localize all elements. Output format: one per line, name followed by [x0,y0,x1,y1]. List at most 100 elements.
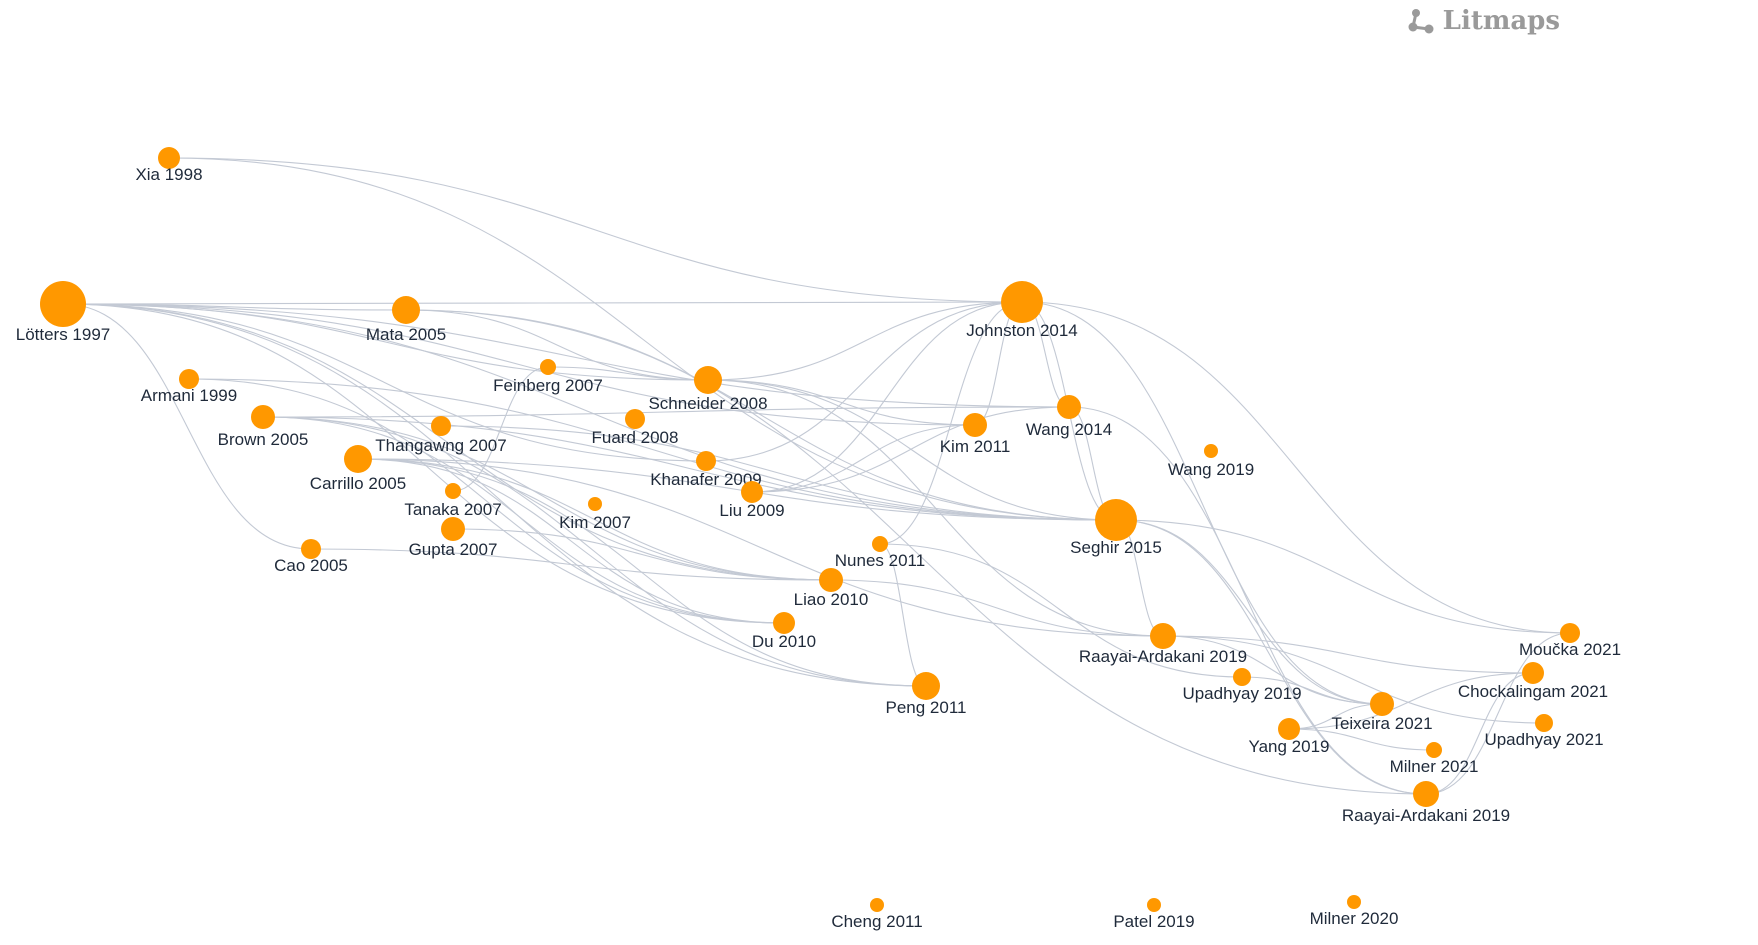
paper-label: Johnston 2014 [966,321,1078,340]
paper-node-nunes2011[interactable]: Nunes 2011 [835,536,925,570]
paper-node-kim2007[interactable]: Kim 2007 [559,497,631,532]
paper-node-thangawng2007[interactable]: Thangawng 2007 [375,416,507,455]
litmaps-brand[interactable]: Litmaps [1407,6,1560,36]
citation-link-liao2010-raayai2019a [830,579,1164,637]
paper-node-armani1999[interactable]: Armani 1999 [141,369,237,405]
paper-node-wang2014[interactable]: Wang 2014 [1026,395,1112,439]
paper-dot[interactable] [912,672,940,700]
citation-link-seghir2015-raayai2019b [1115,519,1427,795]
paper-node-johnston2014[interactable]: Johnston 2014 [966,281,1078,340]
paper-node-milner2020[interactable]: Milner 2020 [1310,895,1399,928]
paper-dot[interactable] [344,445,372,473]
paper-dot[interactable] [540,359,556,375]
citation-link-gupta2007-liao2010 [452,528,832,581]
paper-dot[interactable] [1233,668,1251,686]
paper-node-patel2019[interactable]: Patel 2019 [1113,898,1195,931]
paper-label: Xia 1998 [135,165,202,184]
paper-dot[interactable] [872,536,888,552]
citation-link-cao2005-liao2010 [310,548,832,581]
brand-name: Litmaps [1442,6,1560,36]
paper-dot[interactable] [963,413,987,437]
paper-label: Schneider 2008 [648,394,767,413]
citation-link-johnston2014-moucka2021 [1021,301,1571,634]
paper-dot[interactable] [588,497,602,511]
paper-node-mata2005[interactable]: Mata 2005 [366,296,446,344]
paper-dot[interactable] [1560,623,1580,643]
paper-node-khanafer2009[interactable]: Khanafer 2009 [650,451,762,489]
paper-node-wang2019[interactable]: Wang 2019 [1168,444,1254,479]
paper-node-lotters1997[interactable]: Lötters 1997 [16,281,111,344]
paper-label: Seghir 2015 [1070,538,1162,557]
paper-node-kim2011[interactable]: Kim 2011 [940,413,1011,456]
paper-dot[interactable] [1347,895,1361,909]
citation-link-carrillo2005-seghir2015 [357,458,1117,521]
citation-link-johnston2014-teixeira2021 [1021,301,1383,705]
citation-link-johnston2014-nunes2011 [879,301,1023,545]
paper-node-feinberg2007[interactable]: Feinberg 2007 [493,359,603,395]
paper-node-peng2011[interactable]: Peng 2011 [886,672,967,717]
paper-node-fuard2008[interactable]: Fuard 2008 [592,409,679,447]
paper-dot[interactable] [1204,444,1218,458]
paper-label: Patel 2019 [1113,912,1194,931]
paper-dot[interactable] [441,517,465,541]
paper-dot[interactable] [819,568,843,592]
paper-dot[interactable] [1370,692,1394,716]
paper-node-milner2021[interactable]: Milner 2021 [1390,742,1479,776]
paper-label: Kim 2007 [559,513,631,532]
citation-link-mata2005-raayai2019b [405,309,1427,795]
citation-link-raayai2019a-chockalingam2021 [1162,635,1534,674]
paper-dot[interactable] [445,483,461,499]
paper-dot[interactable] [694,366,722,394]
paper-label: Chockalingam 2021 [1458,682,1608,701]
paper-dot[interactable] [1150,623,1176,649]
paper-node-raayai2019b[interactable]: Raayai-Ardakani 2019 [1342,781,1510,825]
paper-dot[interactable] [1057,395,1081,419]
paper-node-schneider2008[interactable]: Schneider 2008 [648,366,768,413]
citation-link-yang2019-milner2021 [1288,728,1435,751]
paper-node-xia1998[interactable]: Xia 1998 [135,147,203,184]
paper-node-liao2010[interactable]: Liao 2010 [794,568,869,609]
paper-dot[interactable] [392,296,420,324]
paper-dot[interactable] [1535,714,1553,732]
paper-dot[interactable] [179,369,199,389]
paper-node-cheng2011[interactable]: Cheng 2011 [831,898,923,931]
paper-node-brown2005[interactable]: Brown 2005 [218,405,309,449]
paper-dot[interactable] [1426,742,1442,758]
paper-node-chockalingam2021[interactable]: Chockalingam 2021 [1458,662,1608,701]
paper-node-cao2005[interactable]: Cao 2005 [274,539,348,575]
paper-label: Liao 2010 [794,590,869,609]
paper-node-tanaka2007[interactable]: Tanaka 2007 [404,483,502,519]
paper-dot[interactable] [1001,281,1043,323]
paper-dot[interactable] [1095,499,1137,541]
paper-node-upadhyay2021[interactable]: Upadhyay 2021 [1484,714,1604,749]
paper-dot[interactable] [431,416,451,436]
paper-dot[interactable] [696,451,716,471]
paper-node-seghir2015[interactable]: Seghir 2015 [1070,499,1162,557]
paper-node-moucka2021[interactable]: Moučka 2021 [1519,623,1621,659]
citation-link-brown2005-liao2010 [262,416,832,581]
paper-node-gupta2007[interactable]: Gupta 2007 [409,517,498,559]
paper-dot[interactable] [1278,718,1300,740]
paper-dot[interactable] [870,898,884,912]
paper-dot[interactable] [625,409,645,429]
paper-dot[interactable] [1522,662,1544,684]
paper-node-raayai2019a[interactable]: Raayai-Ardakani 2019 [1079,623,1247,666]
paper-dot[interactable] [1413,781,1439,807]
paper-dot[interactable] [158,147,180,169]
paper-node-carrillo2005[interactable]: Carrillo 2005 [310,445,406,493]
paper-node-liu2009[interactable]: Liu 2009 [719,481,785,520]
paper-dot[interactable] [1147,898,1161,912]
citation-link-seghir2015-teixeira2021 [1115,519,1383,705]
litmaps-logo-icon [1408,9,1434,34]
paper-node-du2010[interactable]: Du 2010 [752,612,816,651]
paper-dot[interactable] [301,539,321,559]
paper-dot[interactable] [741,481,763,503]
paper-node-upadhyay2019[interactable]: Upadhyay 2019 [1182,668,1302,703]
paper-node-teixeira2021[interactable]: Teixeira 2021 [1331,692,1433,733]
paper-label: Kim 2011 [940,437,1011,456]
paper-dot[interactable] [251,405,275,429]
paper-dot[interactable] [773,612,795,634]
paper-dot[interactable] [40,281,86,327]
paper-node-yang2019[interactable]: Yang 2019 [1249,718,1330,756]
